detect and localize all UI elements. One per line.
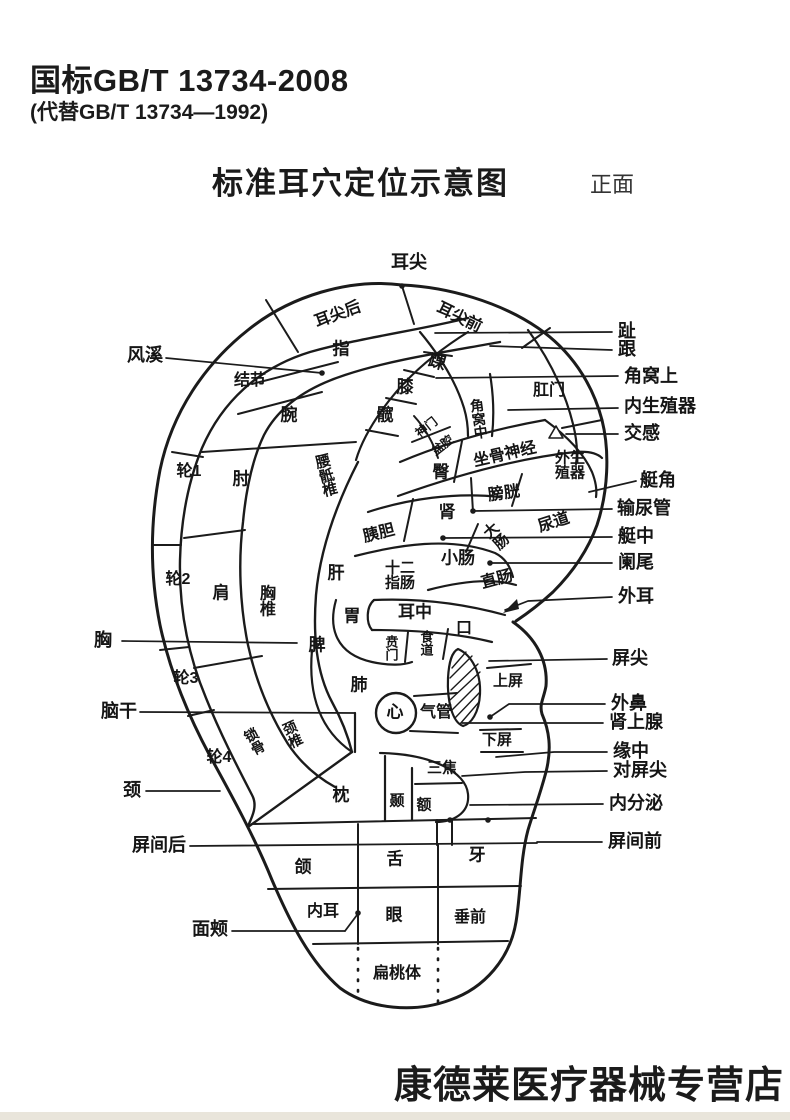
view-label: 正面 — [590, 172, 635, 197]
standard-number: 国标GB/T 13734-2008 — [30, 63, 349, 98]
store-name: 康德莱医疗器械专营店 — [393, 1065, 784, 1107]
superseded-standard: (代替GB/T 13734—1992) — [30, 101, 269, 124]
bottom-strip — [0, 1112, 790, 1120]
page-title: 标准耳穴定位示意图 — [212, 166, 509, 201]
